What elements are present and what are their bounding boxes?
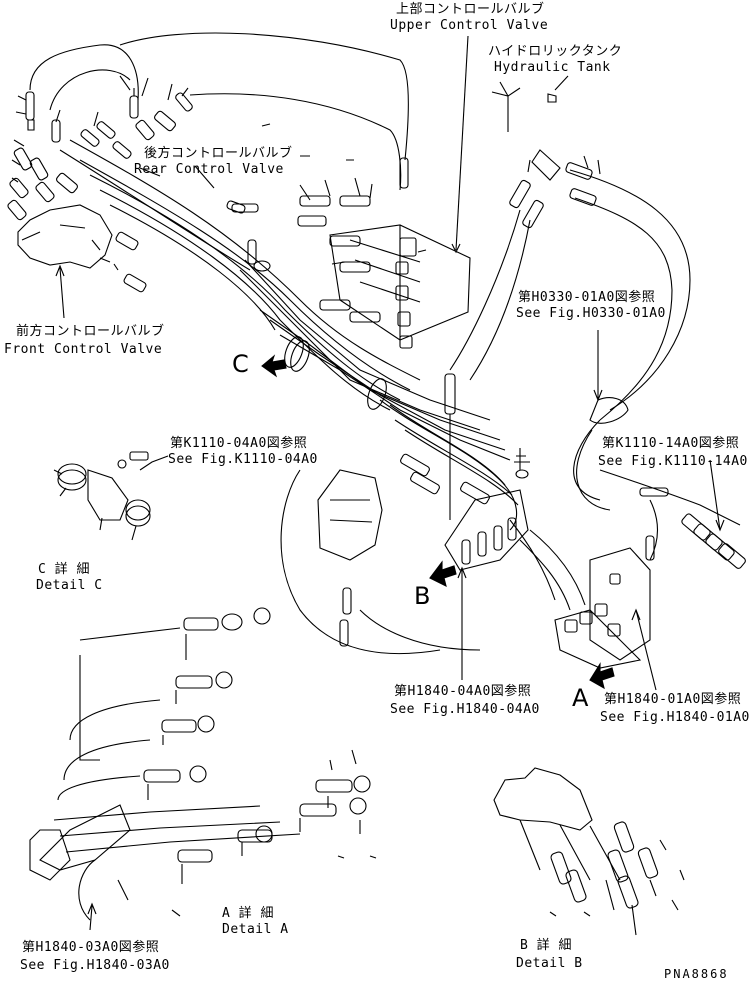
lower-valve-block xyxy=(510,520,650,668)
ref-h0330-label-jp: 第H0330-01A0図参照 xyxy=(518,290,656,305)
detail-b-label-jp: B 詳 細 xyxy=(520,938,572,953)
fitting-cluster-left xyxy=(7,92,246,293)
ref-h1840-01-label-jp: 第H1840-01A0図参照 xyxy=(604,692,742,707)
ref-k1110-14-label-en: See Fig.K1110-14A0 xyxy=(598,454,748,469)
upper-control-valve-body xyxy=(232,158,470,348)
view-arrow-a xyxy=(590,664,614,688)
ref-h1840-04-label-en: See Fig.H1840-04A0 xyxy=(390,702,540,717)
detail-b-label-en: Detail B xyxy=(516,956,583,971)
hydraulic-tank-lines xyxy=(450,88,690,510)
detail-a-label-en: Detail A xyxy=(222,922,289,937)
hydraulic-tank-label-en: Hydraulic Tank xyxy=(494,60,611,75)
hose-bundle xyxy=(30,33,518,530)
ref-k1110-04-label-jp: 第K1110-04A0図参照 xyxy=(170,436,308,451)
ref-h1840-04-label-jp: 第H1840-04A0図参照 xyxy=(394,684,532,699)
detail-c-label-jp: C 詳 細 xyxy=(38,562,90,577)
ref-k1110-04-label-en: See Fig.K1110-04A0 xyxy=(168,452,318,467)
detail-a-label-jp: A 詳 細 xyxy=(222,906,274,921)
view-arrow-c xyxy=(262,356,286,376)
ref-h1840-01-label-en: See Fig.H1840-01A0 xyxy=(600,710,750,725)
misc-dashes xyxy=(262,124,426,252)
front-control-valve-label-jp: 前方コントロールバルブ xyxy=(16,324,165,339)
upper-control-valve-label-jp: 上部コントロールバルブ xyxy=(396,2,545,17)
upper-control-valve-label-en: Upper Control Valve xyxy=(390,18,549,33)
ref-h0330-label-en: See Fig.H0330-01A0 xyxy=(516,306,666,321)
detail-b-drawing xyxy=(494,768,684,935)
detail-a-drawing xyxy=(30,608,376,920)
ref-h1840-03-label-en: See Fig.H1840-03A0 xyxy=(20,958,170,973)
view-arrows xyxy=(262,356,614,688)
hydraulic-tank-label-jp: ハイドロリックタンク xyxy=(488,44,623,59)
b-valve-block xyxy=(400,374,530,570)
front-control-valve-assembly xyxy=(7,76,246,293)
detail-c-drawing xyxy=(54,452,150,540)
rear-control-valve-label-jp: 後方コントロールバルブ xyxy=(144,146,293,161)
ref-k1110-14-label-jp: 第K1110-14A0図参照 xyxy=(602,436,740,451)
view-letter-b: B xyxy=(414,582,431,610)
view-letter-a: A xyxy=(572,684,589,712)
part-number: PNA8868 xyxy=(664,967,729,981)
fitting-cluster-right xyxy=(600,470,747,570)
ref-h1840-03-label-jp: 第H1840-03A0図参照 xyxy=(22,940,160,955)
center-left-valve xyxy=(281,470,480,654)
label-leaders xyxy=(56,36,724,930)
view-letter-c: C xyxy=(232,350,250,378)
front-control-valve-label-en: Front Control Valve xyxy=(4,342,163,357)
detail-c-label-en: Detail C xyxy=(36,578,103,593)
view-arrow-b xyxy=(430,562,456,586)
rear-control-valve-label-en: Rear Control Valve xyxy=(134,162,284,177)
